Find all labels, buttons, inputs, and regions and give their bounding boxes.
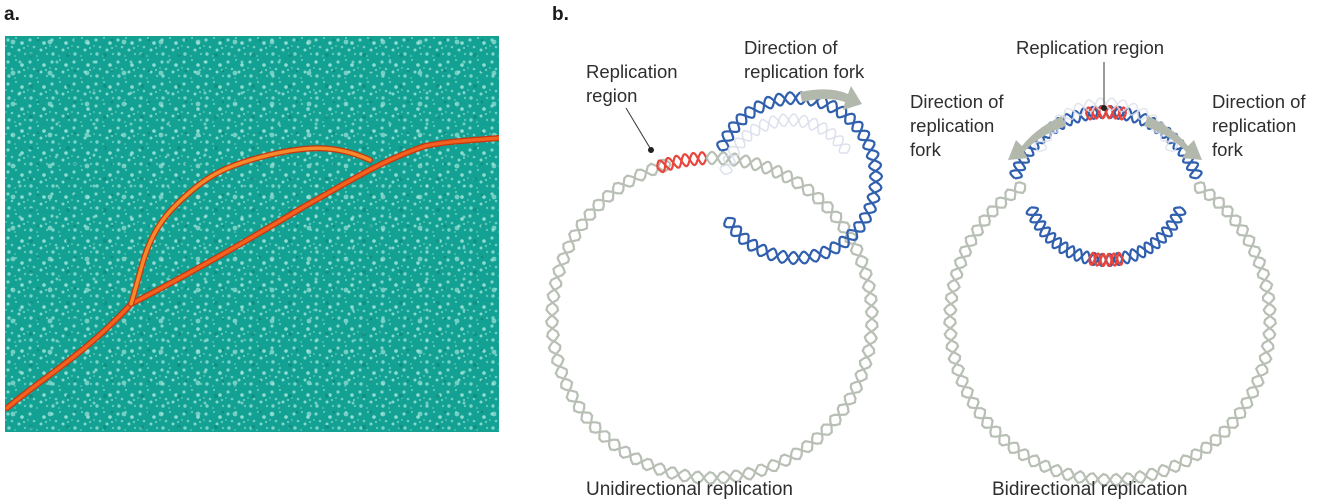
parental-dna-uni <box>545 162 880 486</box>
fork-arrow-bidirectional-right <box>1144 116 1202 160</box>
fork-arrow-bidirectional-left <box>1008 116 1066 160</box>
leader-dot-bi <box>1101 105 1107 111</box>
replication-region-label-bi: Replication region <box>1016 37 1165 58</box>
new-dna-uni-faint <box>722 113 851 176</box>
panel-a-label: a. <box>4 4 20 25</box>
panel-b-label: b. <box>552 4 569 25</box>
fork-direction-label-uni-line1: Direction of <box>744 37 838 58</box>
fork-arrow-unidirectional <box>800 86 862 110</box>
parental-dna-uni-2 <box>705 151 794 180</box>
fork-direction-label-left-line3: fork <box>910 139 941 160</box>
fork-direction-label-left-line2: replication <box>910 115 995 136</box>
fork-direction-label-right-line2: replication <box>1212 115 1297 136</box>
fork-direction-label-uni-line2: replication fork <box>744 61 865 82</box>
parental-dna-bi <box>943 181 1277 487</box>
parental-dna-bi <box>943 181 1277 487</box>
origin-dna-bi-top <box>1085 105 1128 121</box>
leader-lines <box>625 62 1107 153</box>
caption-unidirectional: Unidirectional replication <box>586 479 793 500</box>
origin-dna-bi-bottom <box>1088 251 1124 267</box>
leader-dot-uni <box>648 147 654 153</box>
electron-micrograph <box>5 36 499 432</box>
micrograph-image <box>5 36 499 432</box>
fork-arrows <box>800 86 1202 160</box>
origin-dna-uni <box>656 151 708 174</box>
micrograph-dna <box>5 135 499 411</box>
replication-region-label-uni-line2: region <box>586 85 638 106</box>
fork-direction-label-left-line1: Direction of <box>910 91 1004 112</box>
parental-dna-uni <box>544 158 879 485</box>
replication-region-label-uni-line1: Replication <box>586 61 678 82</box>
caption-bidirectional: Bidirectional replication <box>992 479 1188 500</box>
leader-line-uni <box>625 107 651 149</box>
new-dna-bi-faint <box>1038 97 1179 153</box>
new-dna-uni <box>720 91 883 265</box>
fork-direction-label-right-line3: fork <box>1212 139 1243 160</box>
fork-direction-label-right-line1: Direction of <box>1212 91 1306 112</box>
